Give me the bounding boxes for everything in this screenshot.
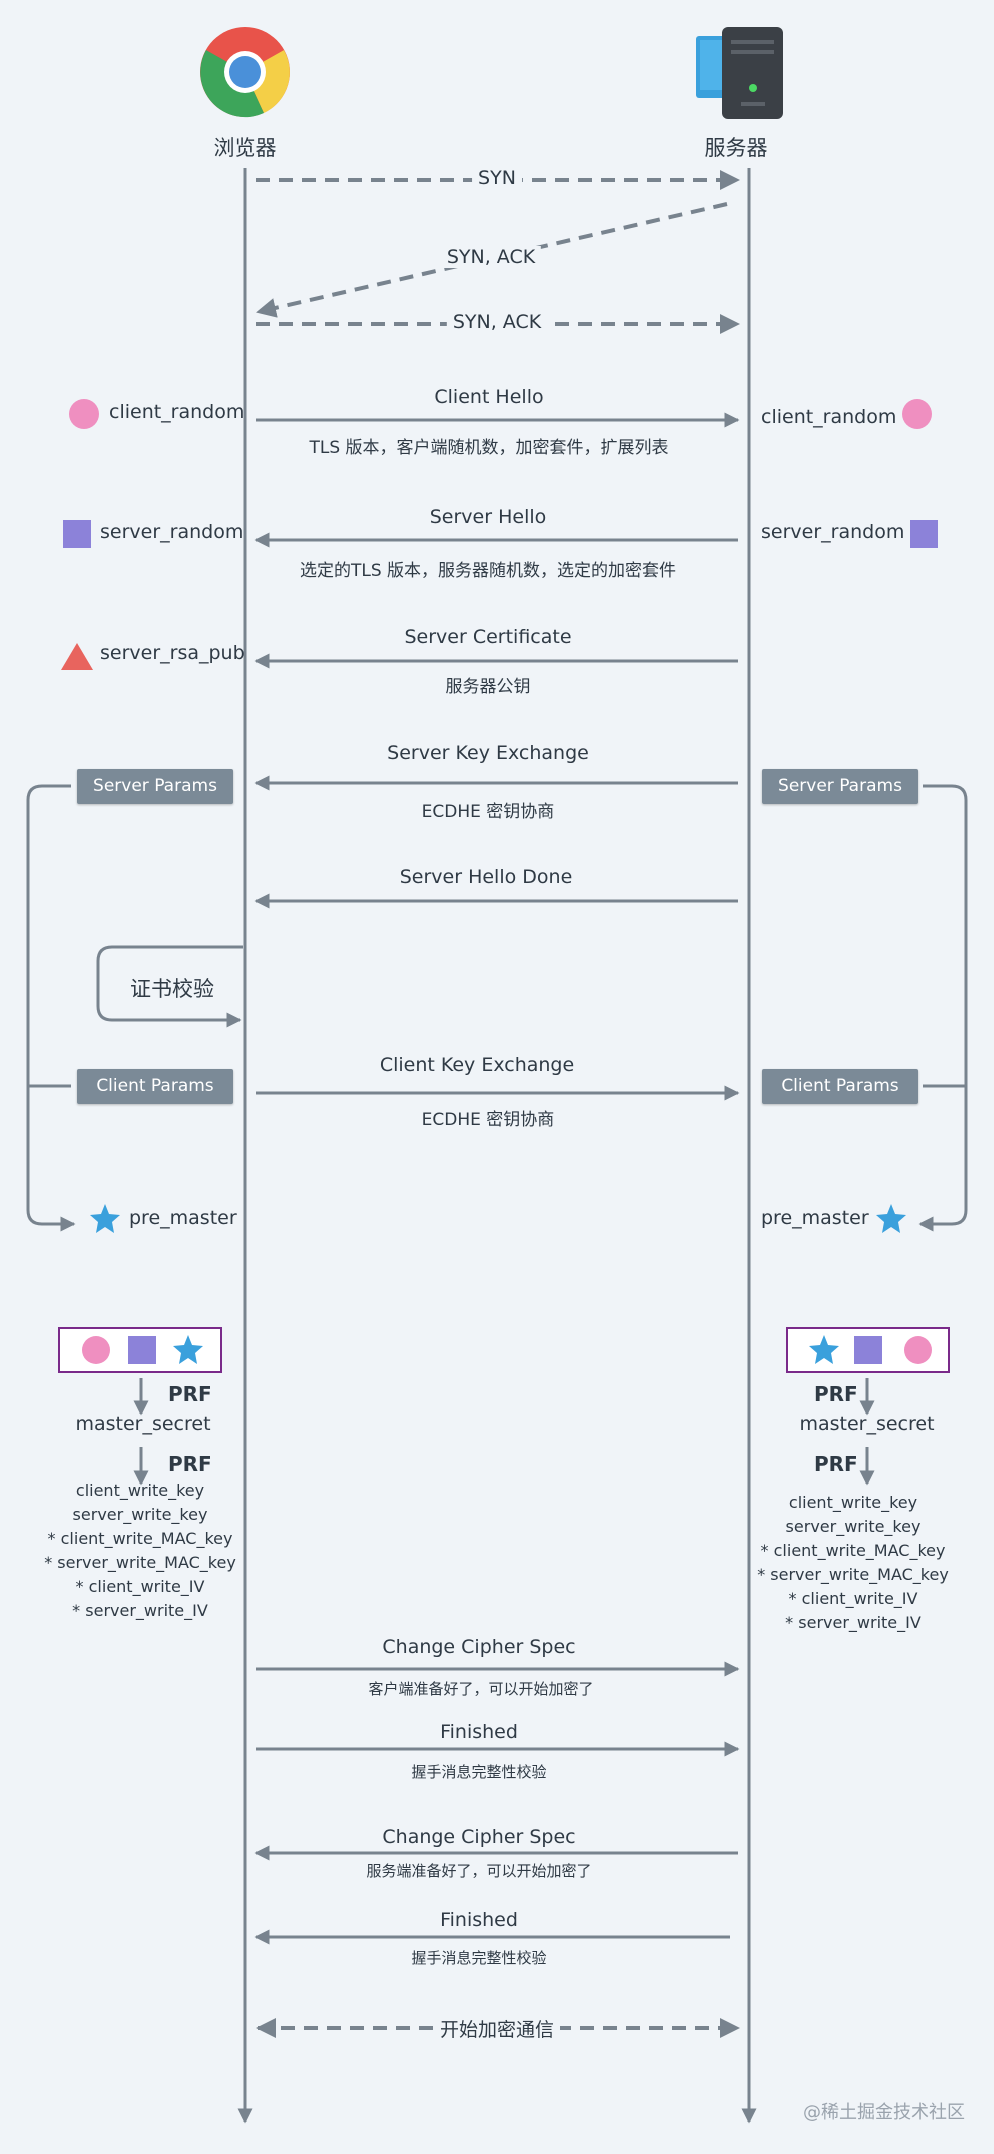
left-key-item: * client_write_MAC_key — [47, 1529, 233, 1548]
left-master-secret-label: master_secret — [75, 1413, 211, 1435]
cert-verify-label: 证书校验 — [130, 977, 214, 1001]
client-random-circle-icon — [82, 1336, 110, 1364]
change-cipher-spec-1-label: Change Cipher Spec — [382, 1636, 576, 1658]
change-cipher-spec-1-sub: 客户端准备好了，可以开始加密了 — [368, 1680, 594, 1698]
watermark: @稀土掘金技术社区 — [803, 2102, 965, 2123]
left-key-list: client_write_key server_write_key * clie… — [44, 1479, 236, 1623]
ack-label: SYN, ACK — [446, 311, 548, 333]
right-secret-inputs-icons — [809, 1335, 932, 1364]
cert-verify-loop — [96, 945, 243, 1028]
right-client-random-label: client_random — [761, 406, 897, 428]
left-key-item: * server_write_MAC_key — [44, 1553, 236, 1572]
pre-master-star-icon — [90, 1204, 120, 1233]
pre-master-star-icon — [809, 1335, 839, 1364]
server-key-exchange-sub: ECDHE 密钥协商 — [421, 802, 555, 822]
left-pre-master-label: pre_master — [129, 1207, 237, 1229]
client-key-exchange-label: Client Key Exchange — [379, 1054, 575, 1076]
left-prf-label-2: PRF — [168, 1452, 212, 1476]
right-key-list: client_write_key server_write_key * clie… — [757, 1491, 949, 1635]
right-params-bracket — [918, 784, 968, 1232]
server-label: 服务器 — [704, 136, 768, 160]
browser-label: 浏览器 — [213, 136, 277, 160]
right-key-item: * client_write_IV — [788, 1589, 918, 1608]
client-hello-sub: TLS 版本，客户端随机数，加密套件，扩展列表 — [309, 438, 669, 458]
client-random-circle-icon — [69, 399, 99, 429]
right-key-item: * server_write_MAC_key — [757, 1565, 949, 1584]
left-key-item: * client_write_IV — [75, 1577, 205, 1596]
right-secret-inputs-box — [786, 1327, 950, 1373]
right-client-params-tag: Client Params — [762, 1069, 918, 1104]
server-hello-done-label: Server Hello Done — [399, 866, 573, 888]
left-server-random-label: server_random — [100, 521, 244, 543]
server-random-square-icon — [910, 520, 938, 548]
client-hello-label: Client Hello — [434, 386, 544, 408]
right-key-item: client_write_key — [788, 1493, 918, 1512]
left-key-item: * server_write_IV — [72, 1601, 208, 1620]
change-cipher-spec-2-label: Change Cipher Spec — [382, 1826, 576, 1848]
left-prf-label-1: PRF — [168, 1382, 212, 1406]
right-key-item: * client_write_MAC_key — [760, 1541, 946, 1560]
server-certificate-sub: 服务器公钥 — [445, 677, 531, 697]
change-cipher-spec-2-sub: 服务端准备好了，可以开始加密了 — [366, 1862, 592, 1880]
server-random-square-icon — [63, 520, 91, 548]
client-random-circle-icon — [902, 399, 932, 429]
left-params-bracket — [26, 784, 76, 1232]
client-key-exchange-sub: ECDHE 密钥协商 — [421, 1110, 555, 1130]
pre-master-star-icon — [876, 1204, 906, 1233]
left-server-rsa-pub-label: server_rsa_pub — [100, 642, 245, 664]
left-key-item: server_write_key — [72, 1505, 208, 1524]
syn-ack-label: SYN, ACK — [440, 246, 542, 268]
right-key-item: * server_write_IV — [785, 1613, 921, 1632]
left-secret-inputs-icons — [82, 1335, 203, 1364]
server-tower-icon — [696, 27, 783, 119]
finished-2-label: Finished — [440, 1909, 518, 1931]
right-server-params-tag: Server Params — [762, 769, 918, 804]
left-client-random-label: client_random — [109, 401, 245, 423]
finished-2-sub: 握手消息完整性校验 — [411, 1949, 547, 1967]
server-rsa-pub-triangle-icon — [61, 643, 93, 670]
left-client-params-tag: Client Params — [77, 1069, 233, 1104]
server-hello-label: Server Hello — [429, 506, 547, 528]
left-key-item: client_write_key — [75, 1481, 205, 1500]
server-certificate-label: Server Certificate — [404, 626, 572, 648]
right-prf-label-1: PRF — [814, 1382, 858, 1406]
left-server-params-tag: Server Params — [77, 769, 233, 804]
right-prf-label-2: PRF — [814, 1452, 858, 1476]
encrypted-communication-label: 开始加密通信 — [433, 2015, 561, 2042]
right-master-secret-label: master_secret — [799, 1413, 935, 1435]
server-key-exchange-label: Server Key Exchange — [387, 742, 589, 764]
left-secret-inputs-box — [58, 1327, 222, 1373]
right-key-item: server_write_key — [785, 1517, 921, 1536]
server-hello-sub: 选定的TLS 版本，服务器随机数，选定的加密套件 — [299, 561, 677, 581]
server-random-square-icon — [854, 1336, 882, 1364]
syn-label: SYN — [472, 167, 522, 189]
chrome-icon — [200, 27, 290, 118]
right-pre-master-label: pre_master — [761, 1207, 869, 1229]
client-random-circle-icon — [904, 1336, 932, 1364]
server-random-square-icon — [128, 1336, 156, 1364]
finished-1-label: Finished — [440, 1721, 518, 1743]
right-server-random-label: server_random — [761, 521, 905, 543]
pre-master-star-icon — [173, 1335, 203, 1364]
finished-1-sub: 握手消息完整性校验 — [411, 1763, 547, 1781]
